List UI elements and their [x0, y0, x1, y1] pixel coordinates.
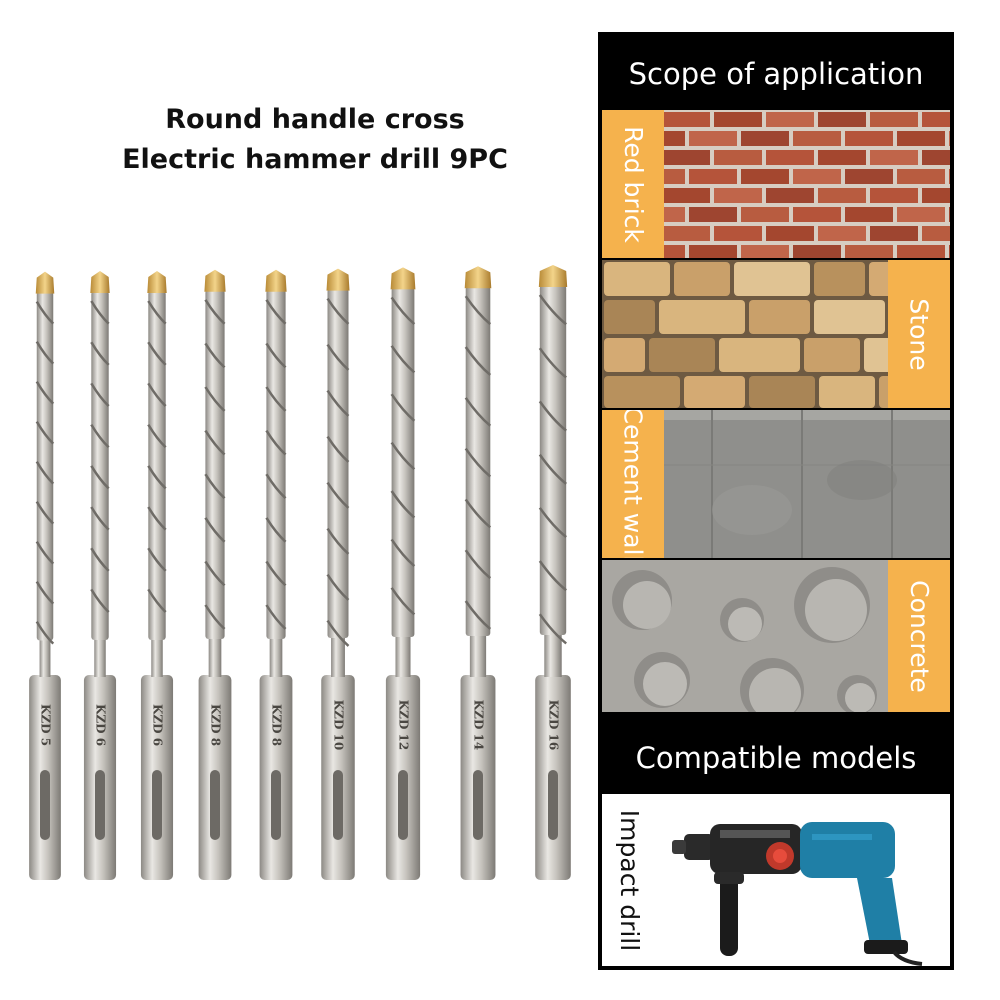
drill-bit: [460, 266, 496, 880]
application-panel: Scope of application Red brick Stone: [598, 32, 954, 970]
drill-bit: [140, 271, 174, 880]
drill-bit: [83, 271, 117, 880]
label-concrete: Concrete: [888, 560, 950, 712]
drill-bit-size-label: KZD 16: [547, 700, 561, 750]
drill-bit: [385, 267, 421, 880]
drill-bit-size-label: KZD 6: [94, 704, 108, 746]
drill-bit-size-label: KZD 8: [270, 704, 284, 746]
drill-bit-size-label: KZD 12: [397, 700, 411, 750]
drill-bit: [321, 268, 355, 880]
compatible-model-impact-drill: Impact drill: [602, 794, 950, 966]
drill-bit: [198, 269, 232, 880]
drill-bit-size-label: KZD 14: [472, 700, 486, 750]
material-concrete: Concrete: [602, 560, 950, 712]
scope-header: Scope of application: [628, 57, 924, 91]
drill-bit-size-label: KZD 6: [151, 704, 165, 746]
label-red-brick: Red brick: [602, 110, 664, 258]
drill-bit-size-label: KZD 8: [209, 704, 223, 746]
label-cement-wall: Cement wall: [602, 410, 664, 558]
material-stone: Stone: [602, 260, 950, 408]
drill-bit: [259, 269, 293, 880]
compatible-models-header: Compatible models: [635, 741, 917, 775]
drill-bit: [535, 265, 571, 880]
title-line-1: Round handle cross: [165, 104, 465, 135]
title-line-2: Electric hammer drill 9PC: [122, 144, 508, 175]
drill-bit-set: KZD 5 KZD 6 KZD 6 KZD 8 KZD 8 KZD 10 KZD 12 KZD…: [29, 265, 571, 880]
label-stone: Stone: [888, 260, 950, 408]
red-brick-texture: [602, 110, 950, 258]
drill-bit: [29, 271, 61, 880]
material-cement-wall: Cement wall: [602, 410, 950, 558]
drill-bit-size-label: KZD 5: [39, 704, 53, 746]
impact-drill-icon: [672, 822, 923, 966]
product-title: Round handle cross Electric hammer drill…: [60, 100, 570, 180]
material-red-brick: Red brick: [602, 110, 950, 258]
drill-bit-size-label: KZD 10: [332, 700, 346, 750]
